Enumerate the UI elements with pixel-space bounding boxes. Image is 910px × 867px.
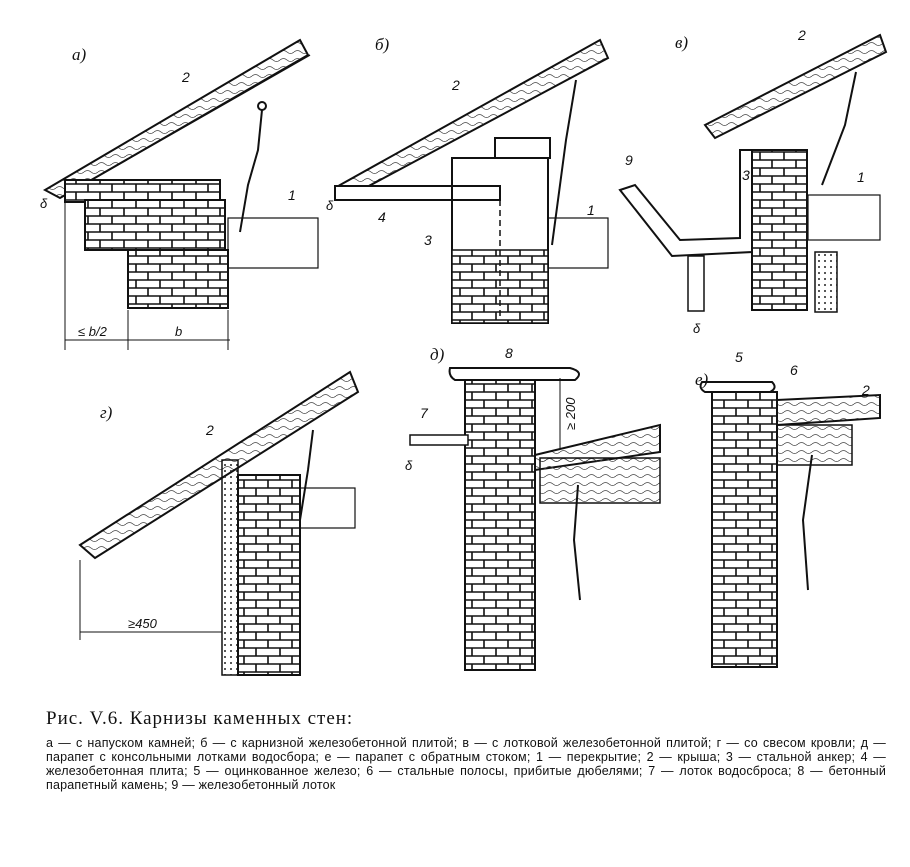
pier-cap-b [494, 137, 551, 159]
roof-panel-g [78, 370, 360, 560]
slab-panel-a [227, 217, 319, 269]
anchor-rod-d [572, 484, 581, 601]
panel-label-g: г) [100, 403, 113, 422]
wall-g [237, 474, 301, 676]
rafter-line-a [59, 54, 311, 199]
gutter-d [409, 434, 469, 446]
brick-corbel-a-top [64, 179, 221, 203]
callout-e-2: 2 [861, 382, 870, 398]
slab-panel-v [807, 194, 881, 241]
beam-e [776, 424, 853, 466]
caption-title: Рис. V.6. Карнизы каменных стен: [46, 708, 354, 729]
dim-a-half-b: ≤ b/2 [78, 324, 108, 339]
callout-v-1: 1 [857, 169, 865, 185]
mark-a-delta: δ [40, 196, 48, 211]
wall-e [711, 391, 778, 668]
callout-b-4: 4 [378, 209, 386, 225]
dim-a-b: b [175, 324, 182, 339]
roof-panel-a [42, 38, 310, 200]
callout-v-2: 2 [797, 27, 806, 43]
dim-g-450: ≥450 [128, 616, 158, 631]
beam-d [539, 457, 661, 504]
callout-d-8: 8 [505, 345, 513, 361]
anchor-eye-a [257, 101, 267, 111]
callout-a-2: 2 [181, 69, 190, 85]
roof-e [776, 393, 881, 427]
panel-d: д) 8 7 δ ≥ 200 [405, 345, 661, 671]
roof-panel-b [338, 38, 610, 197]
callout-g-2: 2 [205, 422, 214, 438]
panel-label-b: б) [375, 35, 390, 54]
callout-d-7: 7 [420, 405, 429, 421]
panel-b: б) 2 1 3 4 δ [326, 35, 610, 324]
insulation-v [814, 251, 838, 313]
mark-d-delta: δ [405, 458, 413, 473]
anchor-rod-b [551, 79, 577, 246]
anchor-rod-g [299, 429, 314, 521]
metal-cap-e [699, 381, 776, 393]
gutter-v [618, 149, 753, 258]
dim-d-200: ≥ 200 [563, 397, 578, 430]
cornice-drawings: а) 2 1 δ ≤ b/2 b б) 2 1 3 4 δ в) 2 1 3 9 [40, 27, 888, 676]
insulation-g [221, 459, 239, 676]
callout-v-3: 3 [742, 167, 750, 183]
anchor-a [239, 109, 263, 233]
wall-v [751, 149, 808, 311]
brick-wall-a [127, 249, 229, 309]
callout-b-2: 2 [451, 77, 460, 93]
callout-e-5: 5 [735, 349, 743, 365]
callout-a-1: 1 [288, 187, 296, 203]
mark-v-delta: δ [693, 321, 701, 336]
callout-v-9: 9 [625, 152, 633, 168]
panel-label-d: д) [430, 345, 445, 364]
panel-g: г) 2 ≥450 [78, 370, 360, 676]
slab-panel-b [547, 217, 609, 269]
panel-label-a: а) [72, 45, 87, 64]
panel-label-v: в) [675, 33, 688, 52]
anchor-rod-v [821, 71, 857, 186]
panel-e: е) 5 6 2 [695, 349, 881, 668]
caption-legend: а — с напуском камней; б — с карнизной ж… [46, 736, 886, 792]
panel-label-e: е) [695, 370, 709, 389]
slab-panel-g [299, 487, 356, 529]
callout-b-1: 1 [587, 202, 595, 218]
parapet-stone-d [448, 367, 580, 381]
wall-d [464, 379, 536, 671]
panel-v: в) 2 1 3 9 δ [618, 27, 888, 336]
panel-a: а) 2 1 δ ≤ b/2 b [40, 38, 319, 350]
rc-slab-b [334, 185, 501, 201]
callout-e-6: 6 [790, 362, 798, 378]
callout-b-3: 3 [424, 232, 432, 248]
brick-corbel-a-mid [84, 199, 226, 251]
anchor-rod-e [801, 454, 813, 591]
roof-panel-v [703, 33, 888, 140]
mark-b-delta: δ [326, 198, 334, 213]
figure-caption: Рис. V.6. Карнизы каменных стен: а — с н… [46, 708, 886, 792]
pipe-v [687, 255, 705, 312]
